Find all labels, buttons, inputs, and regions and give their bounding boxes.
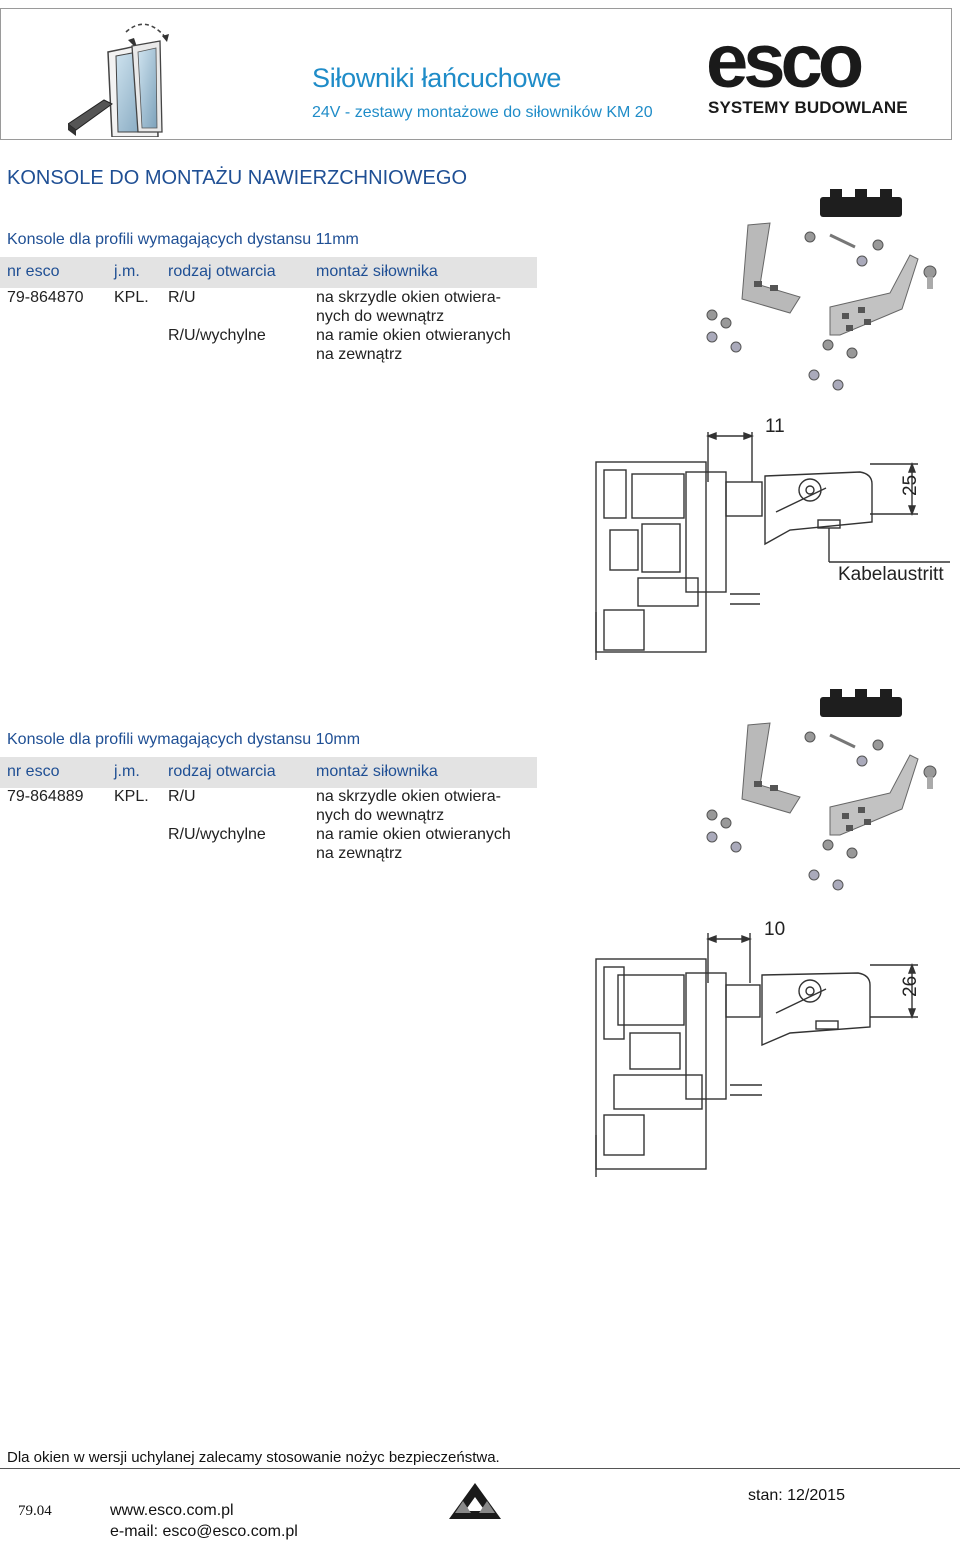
col-montaz: montaż siłownika bbox=[316, 263, 438, 280]
section-title: KONSOLE DO MONTAŻU NAWIERZCHNIOWEGO bbox=[7, 167, 468, 189]
mounting-text: na zewnątrz bbox=[316, 845, 403, 862]
email-link[interactable]: e-mail: esco@esco.com.pl bbox=[110, 1523, 298, 1540]
table-header: nr esco j.m. rodzaj otwarcia montaż siło… bbox=[0, 257, 537, 288]
mounting-text: na zewnątrz bbox=[316, 346, 403, 363]
website-link[interactable]: www.esco.com.pl bbox=[110, 1502, 234, 1519]
footer-divider bbox=[0, 1468, 960, 1469]
dimension-label: 26 bbox=[900, 976, 921, 997]
section-subheading: Konsole dla profili wymagających dystans… bbox=[7, 231, 359, 248]
brand-logo: esco bbox=[706, 19, 864, 104]
unit: KPL. bbox=[114, 788, 149, 805]
col-rodzaj-otwarcia: rodzaj otwarcia bbox=[168, 263, 276, 280]
opening-type: R/U bbox=[168, 289, 196, 306]
triangle-logo-icon bbox=[449, 1483, 501, 1519]
cable-exit-label: Kabelaustritt bbox=[838, 564, 944, 585]
page-subtitle: 24V - zestawy montażowe do siłowników KM… bbox=[312, 104, 653, 121]
col-nr-esco: nr esco bbox=[7, 763, 60, 780]
opening-type: R/U/wychylne bbox=[168, 826, 266, 843]
mounting-text: na ramie okien otwieranych bbox=[316, 327, 511, 344]
unit: KPL. bbox=[114, 289, 149, 306]
col-jm: j.m. bbox=[114, 263, 140, 280]
col-jm: j.m. bbox=[114, 763, 140, 780]
profile-drawing: 10 26 bbox=[595, 919, 921, 1177]
brand-logo-subtitle: SYSTEMY BUDOWLANE bbox=[708, 98, 908, 117]
dimension-label: 10 bbox=[764, 919, 785, 940]
profile-drawing: 11 25 Kabelaustritt bbox=[595, 416, 950, 660]
bracket-photo bbox=[706, 189, 937, 391]
bracket-photo bbox=[706, 689, 937, 891]
mounting-text: na skrzydle okien otwiera- bbox=[316, 788, 501, 805]
mounting-text: na skrzydle okien otwiera- bbox=[316, 289, 501, 306]
col-rodzaj-otwarcia: rodzaj otwarcia bbox=[168, 763, 276, 780]
opening-type: R/U/wychylne bbox=[168, 327, 266, 344]
footer-note: Dla okien w wersji uchylanej zalecamy st… bbox=[7, 1449, 500, 1466]
status-date: stan: 12/2015 bbox=[748, 1487, 845, 1504]
page-number: 79.04 bbox=[18, 1503, 52, 1519]
mounting-text: nych do wewnątrz bbox=[316, 807, 445, 824]
table-row: 79-864870 KPL. R/U na skrzydle okien otw… bbox=[0, 287, 537, 367]
window-tilt-icon bbox=[68, 23, 169, 137]
dimension-label: 11 bbox=[765, 416, 785, 437]
dimension-label: 25 bbox=[900, 475, 921, 496]
page-title: Siłowniki łańcuchowe bbox=[312, 63, 562, 93]
nr-esco: 79-864870 bbox=[7, 289, 84, 306]
opening-type: R/U bbox=[168, 788, 196, 805]
nr-esco: 79-864889 bbox=[7, 788, 84, 805]
table-row: 79-864889 KPL. R/U na skrzydle okien otw… bbox=[0, 786, 537, 866]
col-nr-esco: nr esco bbox=[7, 263, 60, 280]
table-header: nr esco j.m. rodzaj otwarcia montaż siło… bbox=[0, 757, 537, 788]
mounting-text: na ramie okien otwieranych bbox=[316, 826, 511, 843]
mounting-text: nych do wewnątrz bbox=[316, 308, 445, 325]
col-montaz: montaż siłownika bbox=[316, 763, 438, 780]
section-subheading: Konsole dla profili wymagających dystans… bbox=[7, 731, 361, 748]
